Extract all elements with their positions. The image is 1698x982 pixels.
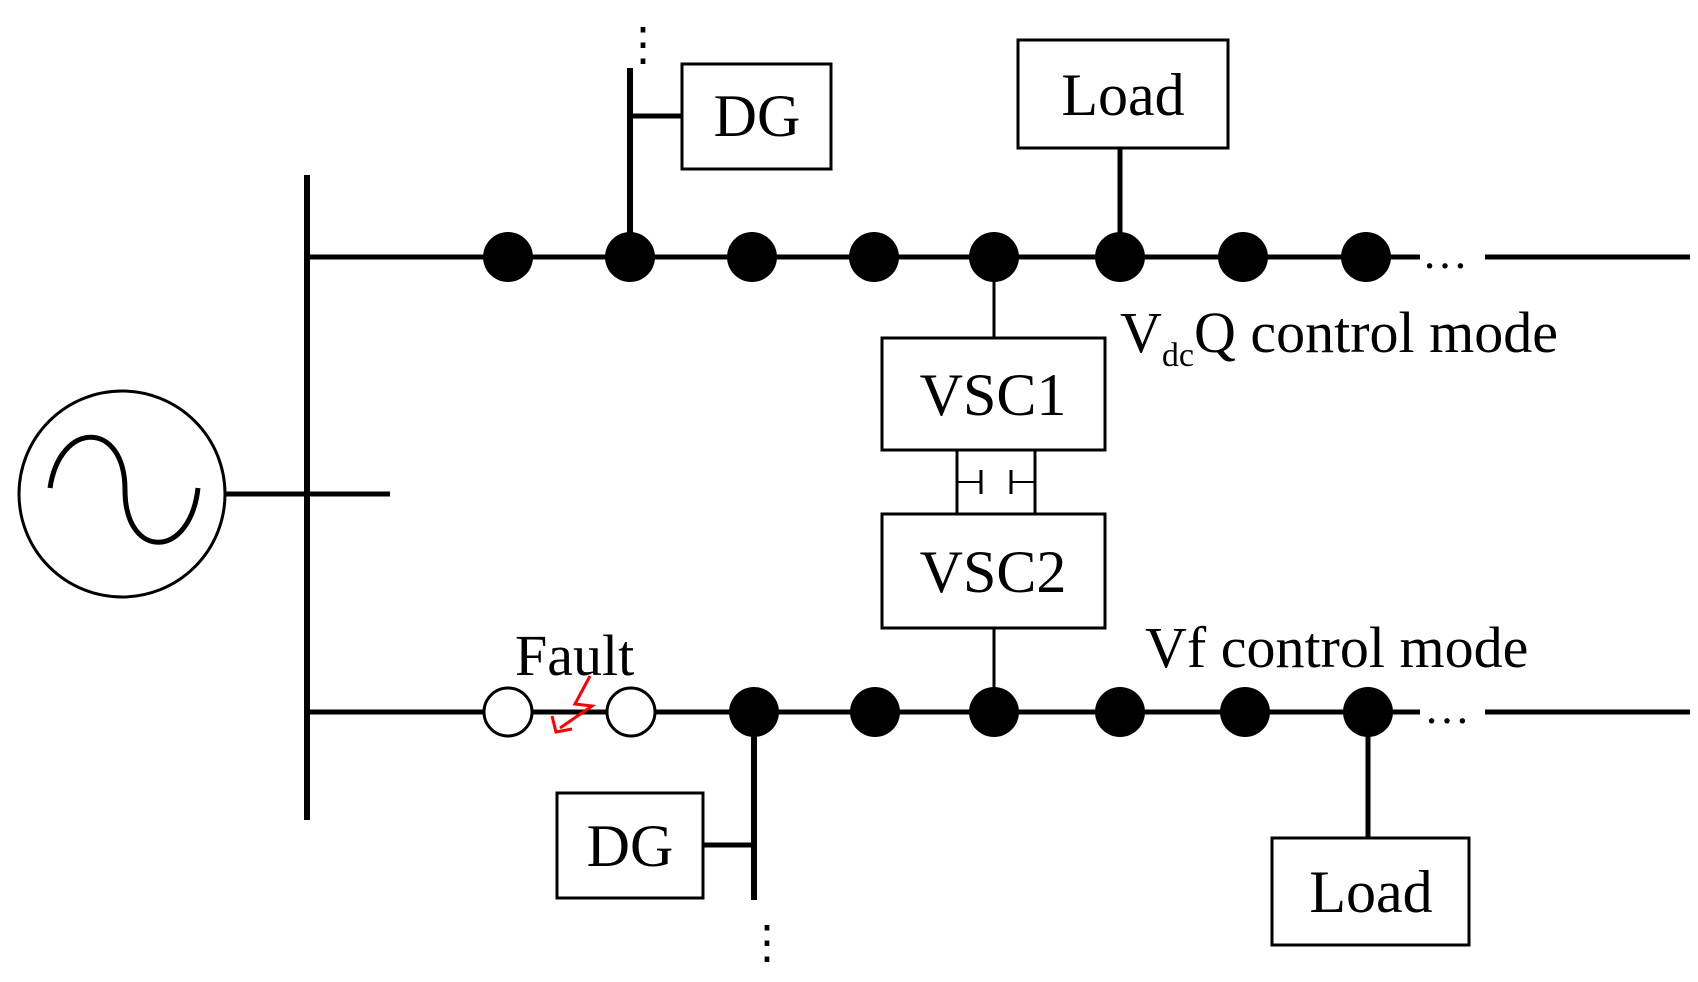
lightning-arrow-icon xyxy=(550,675,597,734)
vsc1-label: VSC1 xyxy=(920,362,1067,428)
dg-bottom-label: DG xyxy=(587,813,674,879)
open-breaker-right xyxy=(605,686,657,738)
mode-top-subscript: dc xyxy=(1162,337,1194,374)
bus-node xyxy=(1341,232,1391,282)
bus-node xyxy=(1095,687,1145,737)
vsc2-label: VSC2 xyxy=(920,539,1067,605)
vsc-link: VSC1 VSC2 xyxy=(880,257,1107,712)
vsc1-box xyxy=(880,336,1107,452)
bus-node xyxy=(1220,687,1270,737)
bottom-dg-branch: DG ⋮ xyxy=(555,712,790,968)
bottom-feeder: … xyxy=(307,682,1690,738)
bus-node xyxy=(727,232,777,282)
mode-label-bottom: Vf control mode xyxy=(1145,615,1528,680)
bus-node xyxy=(969,687,1019,737)
bottom-load-branch: Load xyxy=(1270,712,1471,947)
open-breaker-left xyxy=(482,686,534,738)
bottom-feeder-ellipsis: … xyxy=(1424,682,1470,733)
top-feeder: … xyxy=(307,227,1690,282)
load-top-box xyxy=(1016,38,1230,150)
dg-top-box xyxy=(680,62,833,171)
top-feeder-ellipsis: … xyxy=(1422,227,1468,278)
fault-marker: Fault xyxy=(515,623,634,734)
load-top-label: Load xyxy=(1061,62,1184,128)
bus-node xyxy=(483,232,533,282)
bus-node xyxy=(1218,232,1268,282)
bus-node xyxy=(849,232,899,282)
top-dg-branch: ⋮ DG xyxy=(620,19,833,257)
capacitor-icon xyxy=(955,450,1037,514)
top-dg-vertical-dots: ⋮ xyxy=(620,19,666,70)
mode-label-top: VdcQ control mode xyxy=(1120,300,1558,374)
dg-bottom-box xyxy=(555,791,705,900)
bottom-dg-vertical-dots: ⋮ xyxy=(744,917,790,968)
top-load-branch: Load xyxy=(1016,38,1230,257)
dg-top-label: DG xyxy=(714,83,801,149)
ac-source-icon xyxy=(17,389,227,599)
mode-top-prefix: V xyxy=(1120,300,1162,365)
load-bottom-box xyxy=(1270,836,1471,947)
bus-node xyxy=(850,687,900,737)
load-bottom-label: Load xyxy=(1309,859,1432,925)
mode-top-suffix: Q control mode xyxy=(1194,300,1558,365)
fault-label: Fault xyxy=(515,623,634,688)
